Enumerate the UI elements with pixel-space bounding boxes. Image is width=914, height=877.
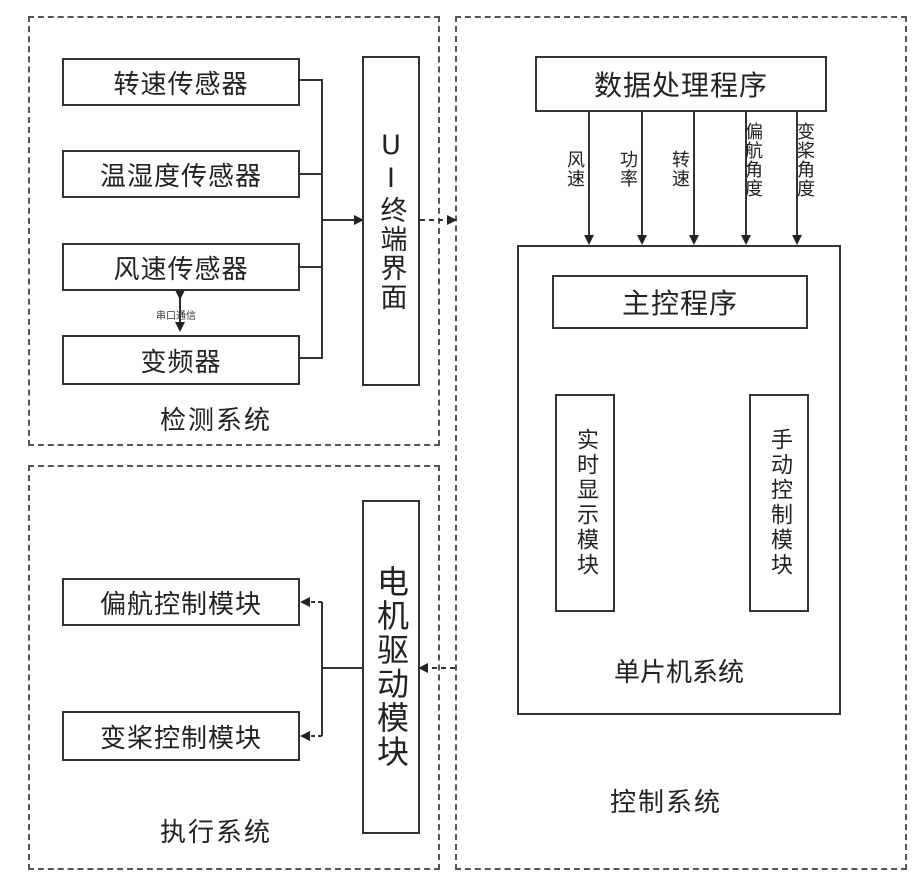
- inverter-box: 变频器: [62, 335, 300, 385]
- yaw-control-module-label: 偏航控制模块: [100, 584, 262, 621]
- motor-drive-module-label: 电机驱动模块: [367, 565, 415, 769]
- signal-power: 功率: [614, 150, 640, 188]
- speed-sensor-box: 转速传感器: [62, 58, 300, 106]
- inverter-label: 变频器: [140, 342, 221, 379]
- manual-control-box: 手动控制模块: [749, 394, 809, 612]
- manual-control-label: 手动控制模块: [764, 428, 794, 578]
- signal-yaw-angle: 偏航角度: [712, 122, 764, 232]
- temp-humidity-sensor-box: 温湿度传感器: [62, 150, 300, 198]
- wind-speed-sensor-box: 风速传感器: [62, 243, 300, 291]
- wind-speed-sensor-label: 风速传感器: [113, 249, 248, 286]
- main-program-label: 主控程序: [622, 282, 738, 322]
- speed-sensor-label: 转速传感器: [113, 64, 248, 101]
- data-processing-label: 数据处理程序: [594, 64, 768, 104]
- serial-comm-label: 串口通信: [156, 307, 196, 322]
- realtime-display-box: 实时显示模块: [555, 394, 615, 612]
- yaw-control-module-box: 偏航控制模块: [62, 578, 300, 626]
- execution-system-title: 执行系统: [160, 812, 272, 849]
- signal-wind-speed: 风速: [561, 150, 587, 188]
- control-system-title: 控制系统: [610, 782, 722, 819]
- realtime-display-label: 实时显示模块: [570, 428, 600, 578]
- detection-system-title: 检测系统: [160, 400, 272, 437]
- mcu-system-title: 单片机系统: [614, 652, 744, 689]
- pitch-control-module-label: 变桨控制模块: [100, 718, 262, 755]
- ui-terminal-box: UI终端界面: [362, 56, 420, 386]
- signal-rotation-speed: 转速: [666, 150, 692, 188]
- data-processing-box: 数据处理程序: [535, 56, 827, 112]
- temp-humidity-sensor-label: 温湿度传感器: [100, 156, 262, 193]
- main-program-box: 主控程序: [552, 275, 808, 329]
- motor-drive-module-box: 电机驱动模块: [362, 500, 420, 834]
- ui-terminal-label: UI终端界面: [374, 130, 409, 312]
- pitch-control-module-box: 变桨控制模块: [62, 711, 300, 761]
- signal-pitch-angle: 变桨角度: [764, 122, 816, 232]
